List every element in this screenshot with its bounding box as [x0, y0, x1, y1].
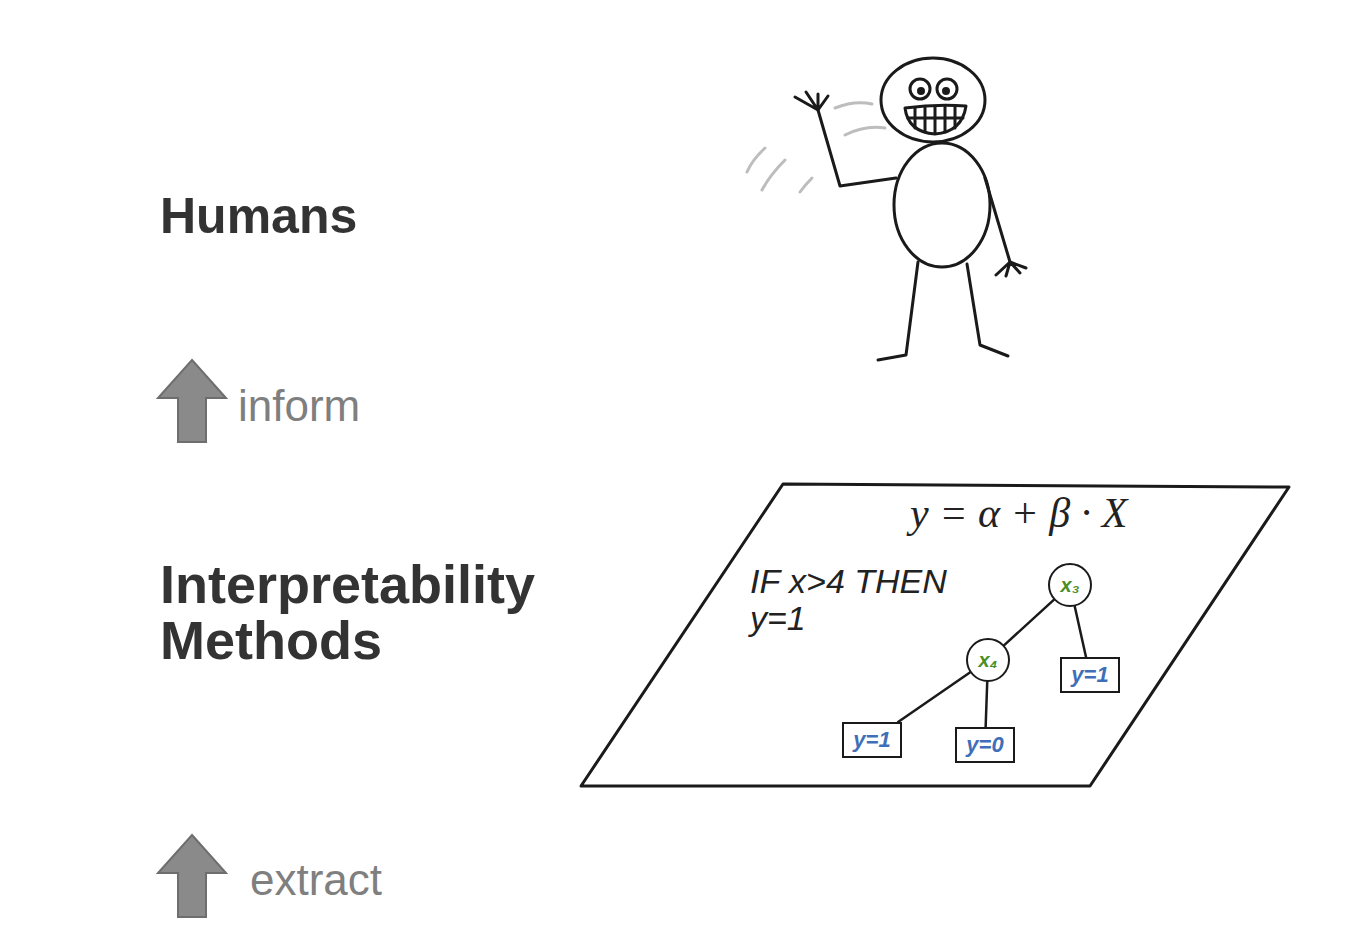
node-text: x₃ [1061, 574, 1080, 597]
node-text: y=1 [853, 727, 890, 753]
tree-split-node: x₄ [966, 638, 1010, 682]
tree-leaf-box: y=1 [1060, 657, 1120, 693]
node-text: y=1 [1071, 662, 1108, 688]
paper-sheet: y = α + β · X IF x>4 THEN y=1 x₃ x₄ y=1 y=1 y=… [580, 483, 1290, 787]
tree-branch [1004, 600, 1054, 645]
layer-title: Interpretability Methods [160, 556, 590, 668]
rule-text: IF x>4 THEN y=1 [750, 563, 950, 638]
layer-title: Humans [160, 188, 357, 246]
node-text: y=0 [966, 732, 1003, 758]
tree-leaf-box: y=0 [955, 727, 1015, 763]
tree-leaf-box: y=1 [842, 722, 902, 758]
stick-figure [795, 58, 1026, 360]
tree-split-node: x₃ [1048, 563, 1092, 607]
tree-branch [898, 672, 970, 722]
up-arrow [158, 360, 226, 442]
paper-shape [581, 484, 1289, 786]
arrow-label: extract [250, 855, 382, 906]
formula: y = α + β · X [910, 489, 1127, 537]
up-arrow [158, 835, 226, 917]
arrow-label: inform [238, 381, 360, 432]
tree-branch [1075, 606, 1086, 657]
motion-lines [747, 103, 885, 192]
tree-branch [986, 682, 988, 727]
node-text: x₄ [978, 649, 997, 672]
